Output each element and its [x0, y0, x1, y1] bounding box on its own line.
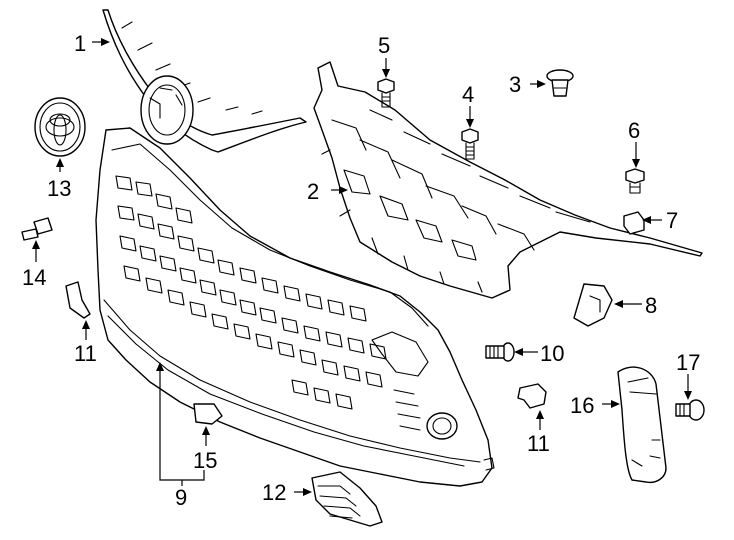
callout-13: 13 — [47, 176, 71, 201]
callout-4: 4 — [462, 82, 474, 107]
callout-9: 9 — [175, 485, 187, 510]
callout-3: 3 — [509, 72, 521, 97]
grille-bracket[interactable] — [313, 61, 703, 299]
screw-14[interactable] — [21, 217, 53, 241]
clip-10[interactable] — [485, 342, 515, 362]
lower-grille-insert[interactable] — [311, 471, 383, 527]
clip-nut[interactable] — [623, 211, 645, 235]
callout-7: 7 — [666, 208, 678, 233]
callout-6: 6 — [628, 118, 640, 143]
clip-11-right[interactable] — [517, 383, 547, 409]
callout-15: 15 — [193, 448, 217, 473]
bolt-right[interactable] — [625, 168, 645, 194]
screw-17[interactable] — [675, 399, 705, 421]
callout-labels: 1 2 3 4 5 6 7 8 9 10 11 11 12 13 14 15 1… — [22, 31, 700, 510]
clip-15[interactable] — [193, 403, 223, 425]
callout-17: 17 — [676, 350, 700, 375]
side-bracket[interactable] — [573, 283, 613, 327]
callout-11-left: 11 — [74, 341, 97, 366]
bolt-upper[interactable] — [377, 78, 395, 108]
clip-11-left[interactable] — [65, 281, 91, 319]
callout-16: 16 — [570, 393, 594, 418]
callout-8: 8 — [645, 293, 657, 318]
callout-10: 10 — [540, 341, 564, 366]
callout-2: 2 — [307, 179, 319, 204]
side-trim[interactable] — [617, 366, 667, 484]
callout-5: 5 — [378, 33, 390, 58]
bolt-middle[interactable] — [461, 128, 479, 160]
leader-lines — [32, 38, 692, 496]
callout-11-right: 11 — [527, 431, 550, 456]
callout-12: 12 — [262, 480, 286, 505]
upper-grille-molding[interactable] — [102, 9, 307, 153]
radiator-grille[interactable] — [95, 127, 495, 487]
callout-1: 1 — [74, 31, 86, 56]
grille-mesh — [115, 175, 387, 410]
emblem[interactable] — [34, 97, 86, 157]
push-clip[interactable] — [546, 69, 574, 97]
callout-14: 14 — [22, 265, 46, 290]
